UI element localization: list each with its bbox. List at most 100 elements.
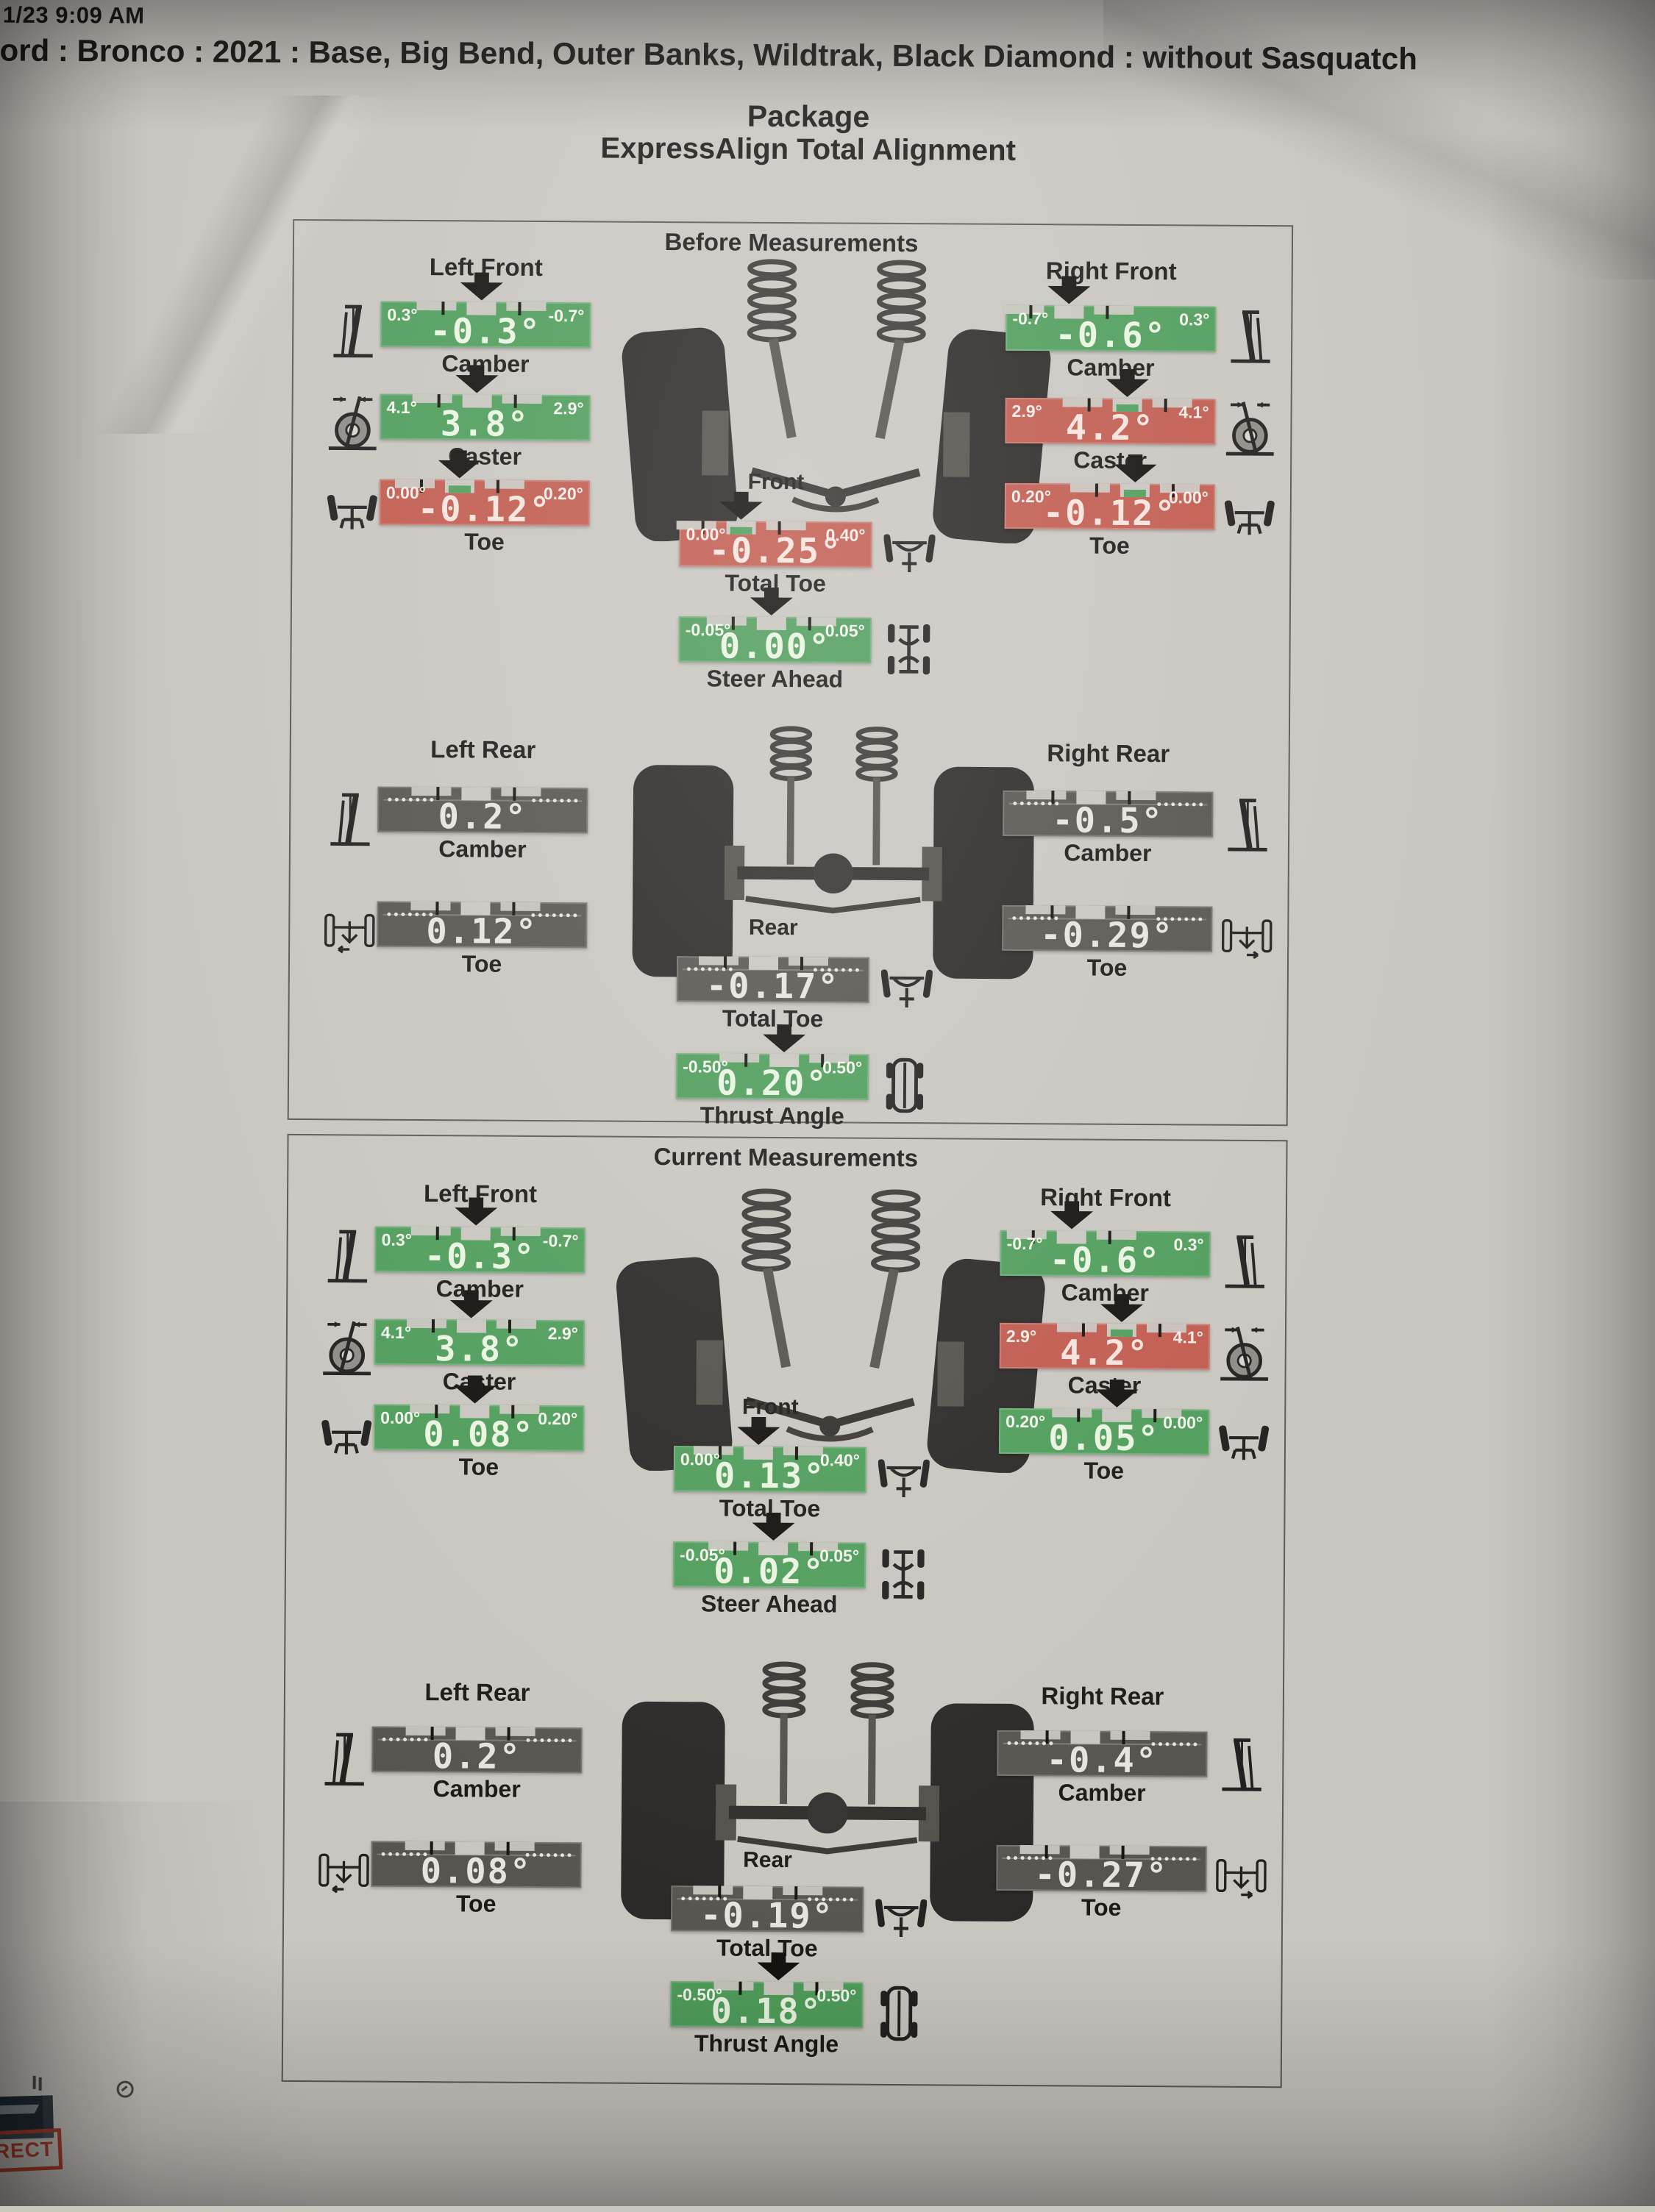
rear-axle-label: Rear (748, 915, 798, 941)
meter-current-steer-ahead: -0.05° 0.05° 0.02° Steer Ahead (672, 1541, 866, 1618)
rear-toe-icon (1215, 1849, 1267, 1908)
meter-current-left-front-camber: 0.3° -0.7° -0.3° Camber (374, 1227, 586, 1302)
meter-before-left-rear-toe: 0.12° Toe (377, 901, 588, 977)
caster-icon (1224, 399, 1275, 458)
measurement-caption: Camber (1061, 1279, 1149, 1307)
gauge-bar: 0.3° -0.7° -0.3° (380, 301, 591, 352)
measurement-value: -0.3° (430, 311, 542, 353)
camber-icon (324, 789, 376, 848)
camber-icon (327, 301, 379, 360)
camber-icon (318, 1729, 370, 1788)
camber-icon (1225, 307, 1276, 365)
gauge-bar: 0.08° (371, 1841, 582, 1892)
measurement-value: -0.3° (424, 1236, 536, 1277)
measurement-value: 0.00° (719, 626, 831, 668)
gauge-bar: 0.20° 0.00° 0.05° (998, 1408, 1210, 1459)
measurement-value: 0.08° (420, 1851, 533, 1892)
front-axle-label: Front (741, 1394, 799, 1420)
steer-ahead-icon (883, 615, 935, 682)
measurement-caption: Total Toe (722, 1005, 824, 1032)
meter-before-front-total-toe: 0.00° 0.40° -0.25° Total Toe (676, 521, 872, 596)
gauge-bar: -0.27° (996, 1844, 1207, 1896)
meter-current-right-front-caster: 2.9° 4.1° 4.2° Caster (999, 1322, 1211, 1399)
meter-before-rear-total-toe: -0.17° Total Toe (676, 956, 870, 1032)
meter-before-right-front-caster: 2.9° 4.1° 4.2° Caster (1005, 398, 1216, 474)
measurement-value: 3.8° (435, 1329, 524, 1370)
front-axle-label: Front (747, 469, 805, 495)
measurement-caption: Toe (464, 528, 505, 555)
measurement-caption: Toe (458, 1453, 499, 1480)
total-toe-icon (878, 1446, 930, 1505)
meter-before-right-front-toe: 0.20° 0.00° -0.12° Toe (1004, 482, 1215, 559)
measurement-caption: Camber (441, 350, 530, 377)
toe-icon (321, 1404, 372, 1463)
toe-icon (1218, 1410, 1270, 1469)
measurement-value: -0.19° (700, 1895, 835, 1937)
print-timestamp: 1/23 9:09 AM (2, 1, 145, 29)
gauge-bar: -0.29° (1002, 905, 1213, 956)
measurement-value: 0.18° (711, 1991, 823, 2033)
stamp-text: RECT (0, 2137, 54, 2163)
rear-axle-label: Rear (743, 1847, 793, 1873)
measurement-value: 0.20° (716, 1063, 828, 1105)
measurement-caption: Steer Ahead (700, 1590, 838, 1618)
measurement-value: 0.12° (426, 911, 538, 952)
vehicle-description: ord : Bronco : 2021 : Base, Big Bend, Ou… (0, 32, 1417, 76)
total-toe-icon (883, 521, 935, 579)
measurement-value: -0.5° (1052, 800, 1164, 842)
meter-current-right-rear-camber: -0.4° Camber (997, 1730, 1208, 1807)
meter-before-right-rear-toe: -0.29° Toe (1002, 905, 1213, 981)
measurement-caption: Camber (1058, 1779, 1146, 1807)
measurement-caption: Toe (1081, 1894, 1122, 1921)
rear-total-toe-icon (881, 956, 933, 1015)
gauge-bar: 0.12° (377, 901, 588, 952)
gauge-bar: 0.20° 0.00° -0.12° (1004, 482, 1215, 534)
meter-current-rear-total-toe: -0.19° Total Toe (670, 1885, 864, 1961)
gauge-bar: 0.00° 0.40° 0.13° (673, 1446, 866, 1496)
measurement-value: -0.29° (1040, 915, 1175, 957)
toe-icon (1224, 485, 1275, 543)
rear-toe-icon (1221, 910, 1273, 968)
meter-before-left-front-caster: 4.1° 2.9° 3.8° Caster (380, 393, 591, 470)
gauge-bar: -0.4° (997, 1730, 1208, 1781)
gauge-bar: -0.05° 0.05° 0.00° (678, 616, 872, 667)
gauge-bar: -0.17° (676, 956, 870, 1007)
measurement-value: 4.2° (1065, 407, 1156, 449)
measurement-value: -0.27° (1034, 1855, 1169, 1897)
measurement-caption: Thrust Angle (700, 1102, 844, 1130)
measurement-value: 4.2° (1060, 1332, 1150, 1374)
measurement-caption: Camber (1064, 839, 1152, 867)
gauge-bar: 0.2° (371, 1726, 583, 1777)
gauge-bar: -0.05° 0.05° 0.02° (672, 1541, 866, 1592)
footer-mark-icon (32, 2075, 36, 2089)
meter-current-left-rear-camber: 0.2° Camber (371, 1726, 583, 1802)
measurement-caption: Caster (448, 443, 522, 470)
gauge-bar: -0.50° 0.50° 0.18° (670, 1981, 864, 2032)
thrust-angle-icon (883, 1052, 927, 1119)
meter-before-right-rear-camber: -0.5° Camber (1003, 790, 1214, 867)
camber-icon (1222, 795, 1273, 854)
meter-before-right-front-camber: -0.7° 0.3° -0.6° Camber (1004, 305, 1217, 381)
measurement-caption: Camber (435, 1275, 524, 1302)
gauge-bar: -0.19° (670, 1885, 864, 1936)
gauge-bar: 0.3° -0.7° -0.3° (374, 1226, 586, 1277)
front-suspension-illustration (608, 247, 1065, 544)
measurement-caption: Camber (433, 1775, 521, 1802)
gauge-bar: 2.9° 4.1° 4.2° (999, 1322, 1211, 1374)
rear-toe-icon (324, 904, 375, 963)
meter-current-left-front-toe: 0.00° 0.20° 0.08° Toe (373, 1405, 585, 1480)
measurement-caption: Toe (1086, 954, 1128, 981)
gauge-bar: 4.1° 2.9° 3.8° (380, 393, 591, 445)
measurement-caption: Toe (461, 950, 502, 977)
measurement-caption: Steer Ahead (706, 665, 844, 693)
meter-current-left-rear-toe: 0.08° Toe (371, 1841, 582, 1917)
measurement-value: -0.17° (705, 966, 840, 1007)
measurement-value: 0.2° (432, 1736, 522, 1777)
toe-icon (327, 479, 378, 538)
caster-icon (1219, 1324, 1270, 1383)
header-current-left-rear: Left Rear (424, 1678, 530, 1706)
steer-ahead-icon (878, 1540, 930, 1608)
meter-current-right-front-toe: 0.20° 0.00° 0.05° Toe (998, 1408, 1210, 1484)
footer-circle-icon (116, 2080, 134, 2098)
